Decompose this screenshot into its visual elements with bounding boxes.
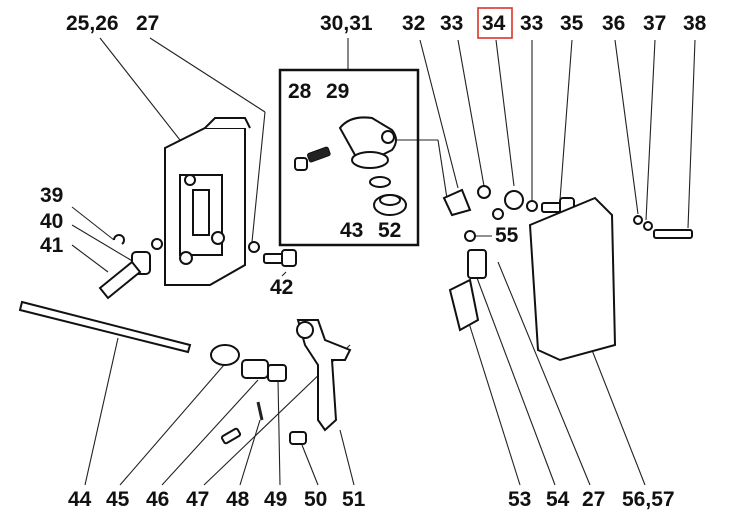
right-hardware-parts	[442, 185, 693, 362]
bracket-housing-part	[164, 117, 251, 286]
inset-parts	[294, 116, 407, 216]
label-33b: 33	[520, 12, 543, 35]
label-27-bottom: 27	[582, 488, 605, 511]
label-32: 32	[402, 12, 425, 35]
label-50: 50	[304, 488, 327, 511]
label-45: 45	[106, 488, 130, 511]
label-40: 40	[40, 210, 63, 233]
label-27-top: 27	[136, 12, 159, 35]
label-29: 29	[326, 80, 349, 103]
label-41: 41	[40, 234, 64, 257]
label-49: 49	[264, 488, 287, 511]
label-54: 54	[546, 488, 570, 511]
label-36: 36	[602, 12, 625, 35]
label-30-31: 30,31	[320, 12, 373, 35]
highlight-box-34	[477, 7, 513, 39]
label-28: 28	[288, 80, 312, 103]
label-42: 42	[270, 276, 293, 299]
label-56-57: 56,57	[622, 488, 675, 511]
label-33a: 33	[440, 12, 463, 35]
label-55: 55	[495, 224, 519, 247]
label-35: 35	[560, 12, 584, 35]
part-labels: 25,26 27 30,31 32 33 34 33 35 36 37 38 2…	[40, 12, 707, 511]
label-34: 34	[482, 12, 506, 35]
detail-inset-box	[278, 68, 420, 247]
label-52: 52	[378, 219, 401, 242]
label-47: 47	[186, 488, 209, 511]
label-39: 39	[40, 184, 63, 207]
linkage-parts	[18, 300, 352, 445]
label-46: 46	[146, 488, 169, 511]
label-51: 51	[342, 488, 366, 511]
label-44: 44	[68, 488, 92, 511]
label-38: 38	[683, 12, 707, 35]
pin-washer-parts	[98, 234, 297, 300]
label-37: 37	[643, 12, 666, 35]
leader-lines	[71, 37, 696, 486]
label-48: 48	[226, 488, 250, 511]
label-43: 43	[340, 219, 363, 242]
label-53: 53	[508, 488, 531, 511]
label-25-26: 25,26	[66, 12, 119, 35]
